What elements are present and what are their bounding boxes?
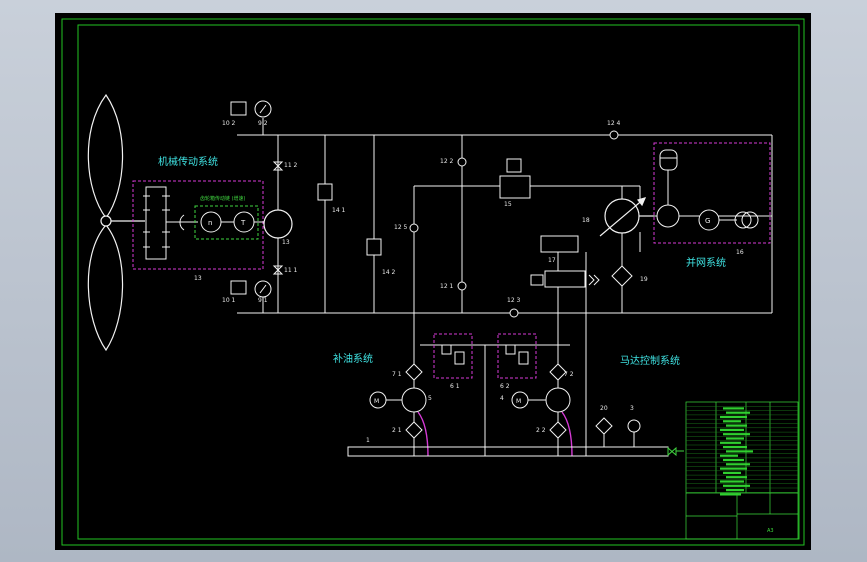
num-101: 10 1 bbox=[222, 297, 236, 304]
num-122: 12 2 bbox=[440, 158, 454, 165]
num-62: 6 2 bbox=[500, 383, 510, 390]
num-102: 10 2 bbox=[222, 120, 236, 127]
num-72: 7 2 bbox=[564, 371, 574, 378]
drain-valve-icon bbox=[667, 446, 684, 457]
num-61: 6 1 bbox=[450, 383, 460, 390]
parts-list-text-block bbox=[720, 454, 738, 457]
parts-list-text-block bbox=[726, 463, 750, 466]
motor-left-label: M bbox=[374, 398, 379, 405]
mech-system-box bbox=[132, 180, 264, 270]
parts-list-text-block bbox=[723, 446, 747, 449]
num-20: 20 bbox=[600, 405, 608, 412]
parts-list-text-block bbox=[720, 467, 747, 470]
ball-valve-icon bbox=[272, 161, 284, 275]
num-17: 17 bbox=[548, 257, 556, 264]
num-16: 16 bbox=[736, 249, 744, 256]
num-3: 3 bbox=[630, 405, 634, 412]
parts-list-text-block bbox=[723, 407, 744, 410]
mech-system-label: 机械传动系统 bbox=[158, 155, 218, 168]
parts-list-text-block bbox=[723, 420, 741, 423]
num-13a: 13 bbox=[282, 239, 290, 246]
num-21: 2 1 bbox=[392, 427, 402, 434]
parts-list-text-block bbox=[720, 428, 744, 431]
num-92: 9 2 bbox=[258, 120, 268, 127]
hydraulic-motor-icon[interactable] bbox=[599, 197, 654, 237]
num-91: 9 1 bbox=[258, 297, 268, 304]
directional-valve-icon[interactable] bbox=[530, 235, 600, 288]
num-124: 12 4 bbox=[607, 120, 621, 127]
num-112: 11 2 bbox=[284, 162, 298, 169]
num-142: 14 2 bbox=[382, 269, 396, 276]
replenish-pump-icon[interactable] bbox=[369, 363, 571, 439]
num-1: 1 bbox=[366, 437, 370, 444]
parts-list-text-block bbox=[720, 415, 747, 419]
replenish-system-label: 补油系统 bbox=[333, 352, 373, 365]
check-valve-icon bbox=[409, 130, 619, 318]
parts-list-text-block bbox=[726, 476, 747, 479]
g-label: G bbox=[705, 217, 710, 225]
num-19: 19 bbox=[640, 276, 648, 283]
gearbox-icon bbox=[143, 186, 198, 260]
title-block bbox=[685, 401, 799, 540]
parts-list-text-block bbox=[726, 437, 744, 440]
motor-control-label: 马达控制系统 bbox=[620, 354, 680, 367]
parts-list-text-block bbox=[726, 411, 750, 414]
num-125: 12 5 bbox=[394, 224, 408, 231]
num-18: 18 bbox=[582, 217, 590, 224]
num-141: 14 1 bbox=[332, 207, 346, 214]
inner-border bbox=[77, 24, 800, 540]
parts-list-text-block bbox=[723, 433, 750, 436]
num-15: 15 bbox=[504, 201, 512, 208]
transformer-icon bbox=[734, 211, 759, 229]
valve-group-62 bbox=[497, 333, 537, 379]
num-71: 7 1 bbox=[392, 371, 402, 378]
drawing-sheet bbox=[55, 13, 811, 550]
parts-list-text-block bbox=[723, 471, 741, 474]
parts-list-text-block bbox=[723, 458, 744, 462]
num-5: 5 bbox=[428, 395, 432, 402]
pressure-gauge-icon bbox=[254, 100, 272, 298]
filter-icon bbox=[611, 265, 633, 287]
num-13b: 13 bbox=[194, 275, 202, 282]
parts-list-text-block bbox=[720, 493, 741, 496]
thermometer-icon bbox=[595, 417, 641, 447]
num-4: 4 bbox=[500, 395, 504, 402]
parts-list-text-block bbox=[726, 450, 753, 453]
gear-box-label: 齿轮箱传动链 (增速) bbox=[200, 195, 246, 202]
n-label: n bbox=[208, 219, 212, 227]
gear-chain-box bbox=[194, 205, 259, 240]
generator-icon bbox=[656, 204, 737, 231]
num-123: 12 3 bbox=[507, 297, 521, 304]
t-label: T bbox=[240, 219, 246, 227]
relief-valve-icon bbox=[317, 183, 382, 256]
outer-border bbox=[61, 18, 805, 546]
parts-list-text-block bbox=[720, 441, 741, 444]
num-22: 2 2 bbox=[536, 427, 546, 434]
parts-list-text-block bbox=[726, 424, 747, 427]
proportional-valve-icon bbox=[499, 158, 531, 199]
parts-list-rows bbox=[686, 406, 798, 496]
main-pump-icon[interactable] bbox=[263, 209, 293, 239]
grid-system-label: 并网系统 bbox=[686, 256, 726, 269]
valve-group-61 bbox=[433, 333, 473, 379]
drain-line-right bbox=[561, 411, 573, 457]
grid-system-box bbox=[653, 142, 771, 244]
sheet-number: A3 bbox=[767, 528, 774, 534]
parts-list-text-block bbox=[720, 480, 744, 483]
parts-list-text-block bbox=[726, 489, 744, 492]
num-111: 11 1 bbox=[284, 267, 298, 274]
motor-right-label: M bbox=[516, 398, 521, 405]
parts-list-text-block bbox=[723, 484, 750, 487]
replenish-valves-icon bbox=[441, 344, 529, 365]
num-121: 12 1 bbox=[440, 283, 454, 290]
torque-sensor-icon bbox=[200, 211, 266, 233]
wind-turbine-blade-icon bbox=[87, 93, 145, 352]
pressure-switch-icon bbox=[230, 101, 247, 295]
drain-line-left bbox=[417, 411, 429, 457]
